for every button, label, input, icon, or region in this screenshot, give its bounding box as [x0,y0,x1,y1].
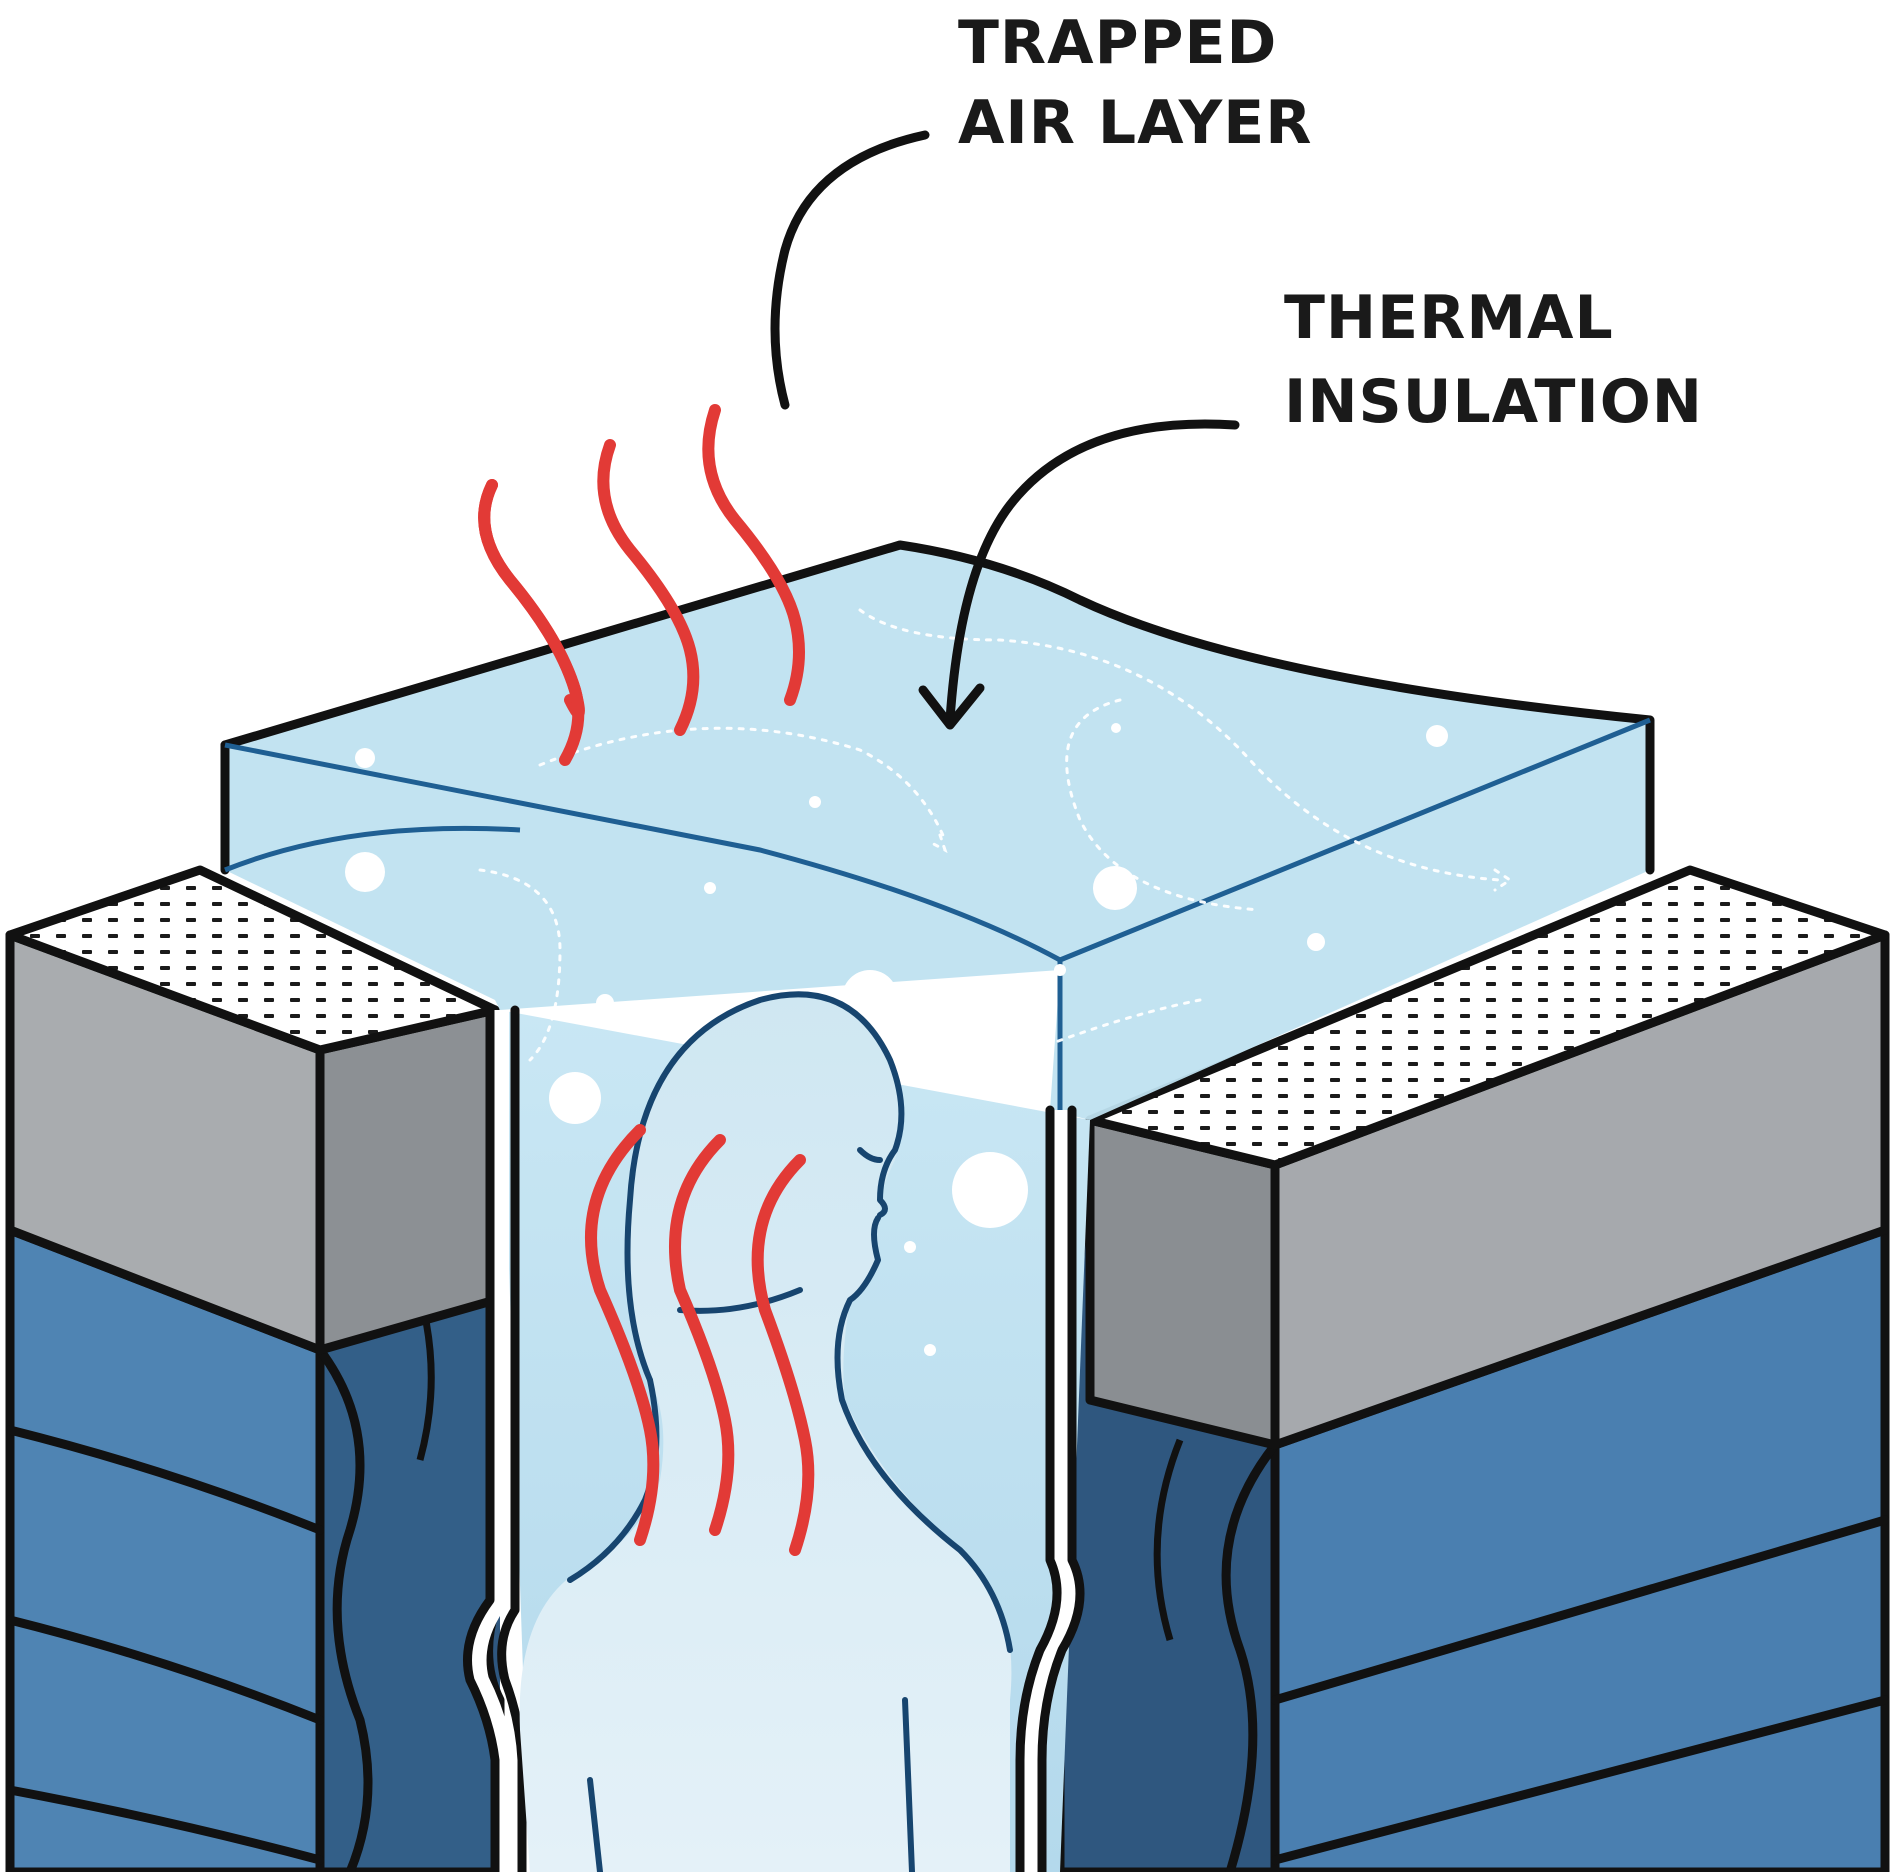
heat-wave-icon [478,404,815,1556]
label-trapped-air-line2: AIR LAYER [958,88,1312,158]
label-trapped-air-line1: TRAPPED [958,8,1277,78]
arrow-icon [770,130,1240,730]
right-insulation-block [1055,865,1890,1872]
left-insulation-block [5,865,505,1872]
label-thermal-line2: INSULATION [1284,367,1703,437]
label-thermal-line1: THERMAL [1284,283,1614,353]
